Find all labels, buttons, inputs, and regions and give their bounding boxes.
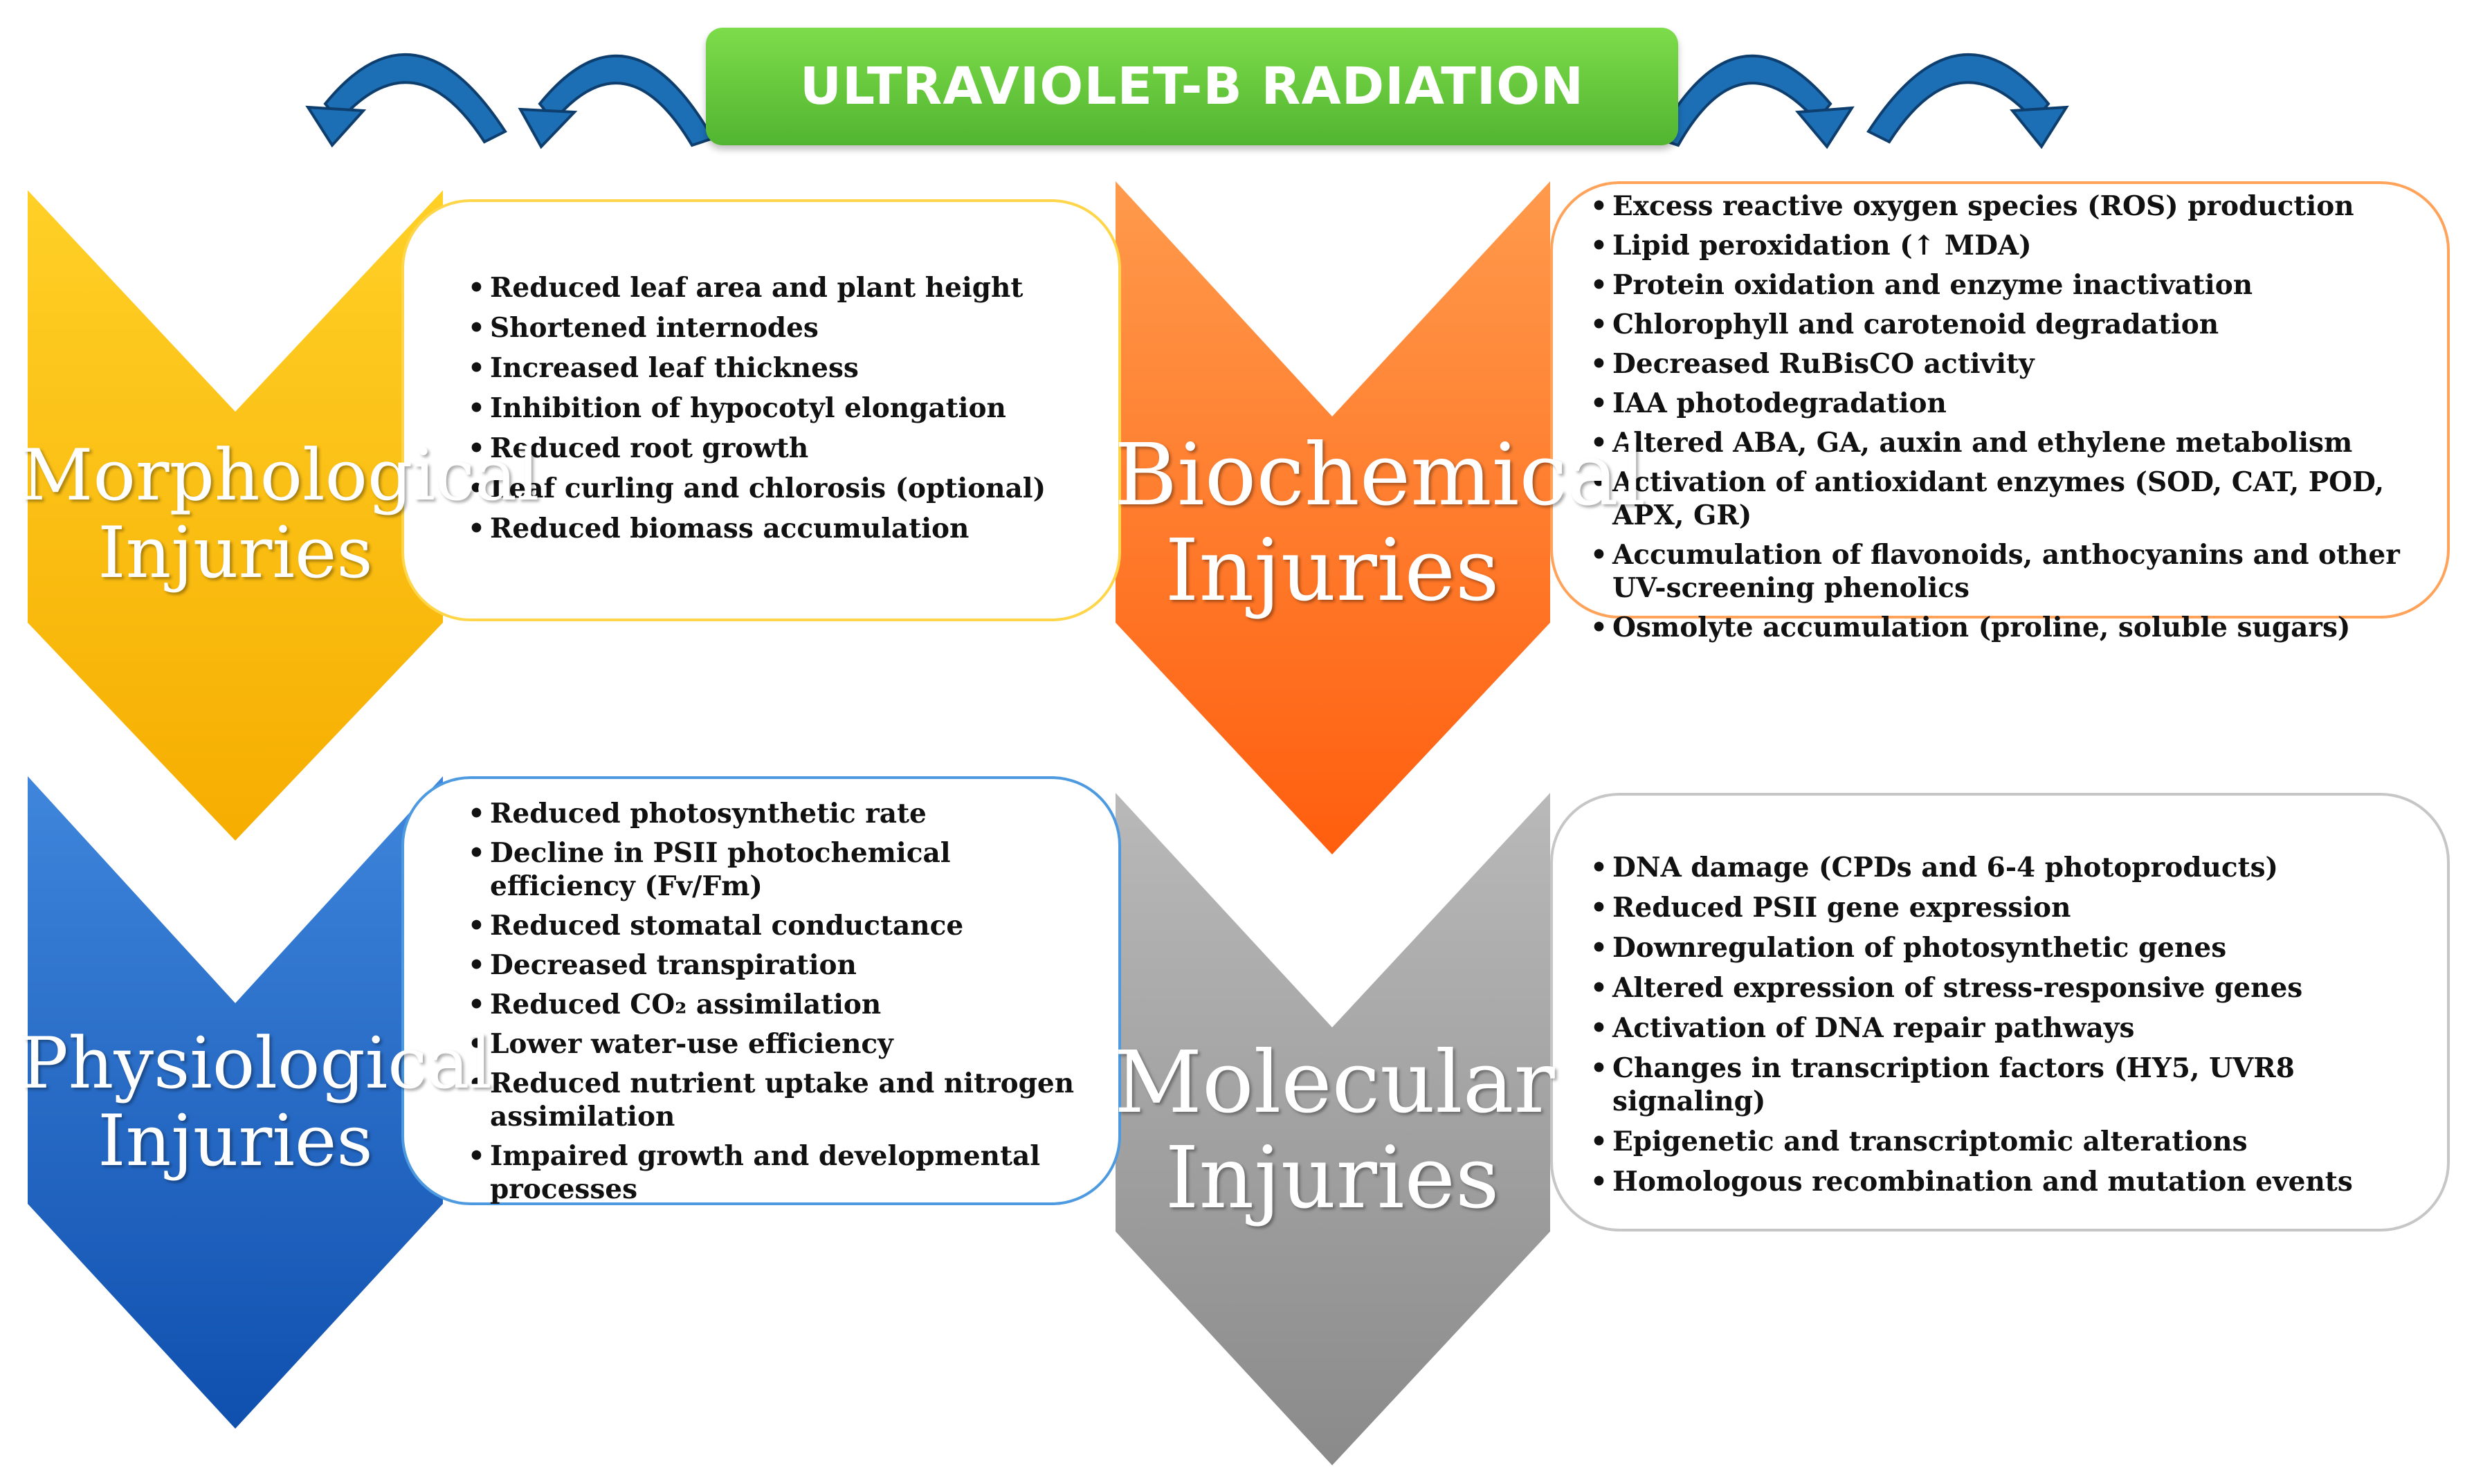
list-item: Reduced stomatal conductance: [466, 909, 1104, 942]
physiological-list: Reduced photosynthetic rate Decline in P…: [466, 797, 1104, 1206]
list-item: Osmolyte accumulation (proline, soluble …: [1589, 611, 2433, 644]
morphological-chevron: [28, 190, 443, 841]
list-item: Reduced nutrient uptake and nitrogen ass…: [466, 1067, 1104, 1133]
list-item: Reduced root growth: [466, 432, 1098, 465]
curved-arrow-icon: [1655, 54, 1832, 147]
biochemical-list: Excess reactive oxygen species (ROS) pro…: [1589, 190, 2433, 644]
list-item: Decreased RuBisCO activity: [1589, 347, 2433, 381]
curved-arrow-icon: [1866, 53, 2050, 144]
molecular-label: Molecular Injuries: [1114, 1033, 1555, 1228]
curved-arrow-icon: [538, 54, 715, 147]
list-item: Chlorophyll and carotenoid degradation: [1589, 308, 2433, 341]
molecular-list: DNA damage (CPDs and 6-4 photoproducts) …: [1589, 851, 2433, 1198]
list-item: Inhibition of hypocotyl elongation: [466, 392, 1098, 425]
curved-arrow-icon: [518, 107, 578, 149]
list-item: Reduced biomass accumulation: [466, 512, 1098, 545]
curved-arrow-icon: [305, 105, 367, 148]
morphological-list: Reduced leaf area and plant height Short…: [466, 271, 1098, 545]
list-item: Homologous recombination and mutation ev…: [1589, 1165, 2433, 1198]
curved-arrow-icon: [2010, 105, 2069, 149]
list-item: Protein oxidation and enzyme inactivatio…: [1589, 268, 2433, 302]
physiological-panel: Reduced photosynthetic rate Decline in P…: [401, 776, 1121, 1205]
list-item: Reduced PSII gene expression: [1589, 891, 2433, 924]
biochemical-chevron: [1116, 181, 1550, 854]
physiological-label: Physiological Injuries: [21, 1023, 492, 1182]
molecular-chevron: [1116, 793, 1550, 1465]
physiological-chevron: [28, 776, 443, 1429]
list-item: Leaf curling and chlorosis (optional): [466, 472, 1098, 505]
list-item: Activation of antioxidant enzymes (SOD, …: [1589, 466, 2433, 532]
list-item: Altered ABA, GA, auxin and ethylene meta…: [1589, 426, 2433, 459]
list-item: Shortened internodes: [466, 311, 1098, 345]
curved-arrow-icon: [323, 53, 507, 144]
list-item: Reduced CO₂ assimilation: [466, 988, 1104, 1021]
list-item: Lower water-use efficiency: [466, 1027, 1104, 1061]
list-item: IAA photodegradation: [1589, 387, 2433, 420]
morphological-label: Morphological Injuries: [21, 434, 540, 594]
list-item: Epigenetic and transcriptomic alteration…: [1589, 1125, 2433, 1158]
list-item: DNA damage (CPDs and 6-4 photoproducts): [1589, 851, 2433, 884]
list-item: Activation of DNA repair pathways: [1589, 1011, 2433, 1045]
list-item: Excess reactive oxygen species (ROS) pro…: [1589, 190, 2433, 223]
list-item: Downregulation of photosynthetic genes: [1589, 931, 2433, 964]
list-item: Lipid peroxidation (↑ MDA): [1589, 229, 2433, 262]
list-item: Altered expression of stress-responsive …: [1589, 971, 2433, 1005]
biochemical-label: Biochemical Injuries: [1114, 425, 1646, 621]
list-item: Decreased transpiration: [466, 949, 1104, 982]
list-item: Changes in transcription factors (HY5, U…: [1589, 1052, 2433, 1118]
list-item: Increased leaf thickness: [466, 351, 1098, 385]
morphological-panel: Reduced leaf area and plant height Short…: [401, 199, 1121, 621]
molecular-panel: DNA damage (CPDs and 6-4 photoproducts) …: [1550, 793, 2450, 1231]
list-item: Decline in PSII photochemical efficiency…: [466, 836, 1104, 903]
list-item: Reduced leaf area and plant height: [466, 271, 1098, 304]
page-title: ULTRAVIOLET-B RADIATION: [799, 57, 1585, 116]
list-item: Reduced photosynthetic rate: [466, 797, 1104, 830]
curved-arrow-icon: [1794, 106, 1855, 149]
biochemical-panel: Excess reactive oxygen species (ROS) pro…: [1550, 181, 2450, 644]
list-item: Impaired growth and developmental proces…: [466, 1139, 1104, 1206]
list-item: Accumulation of flavonoids, anthocyanins…: [1589, 538, 2433, 605]
title-banner: ULTRAVIOLET-B RADIATION: [706, 28, 1678, 145]
